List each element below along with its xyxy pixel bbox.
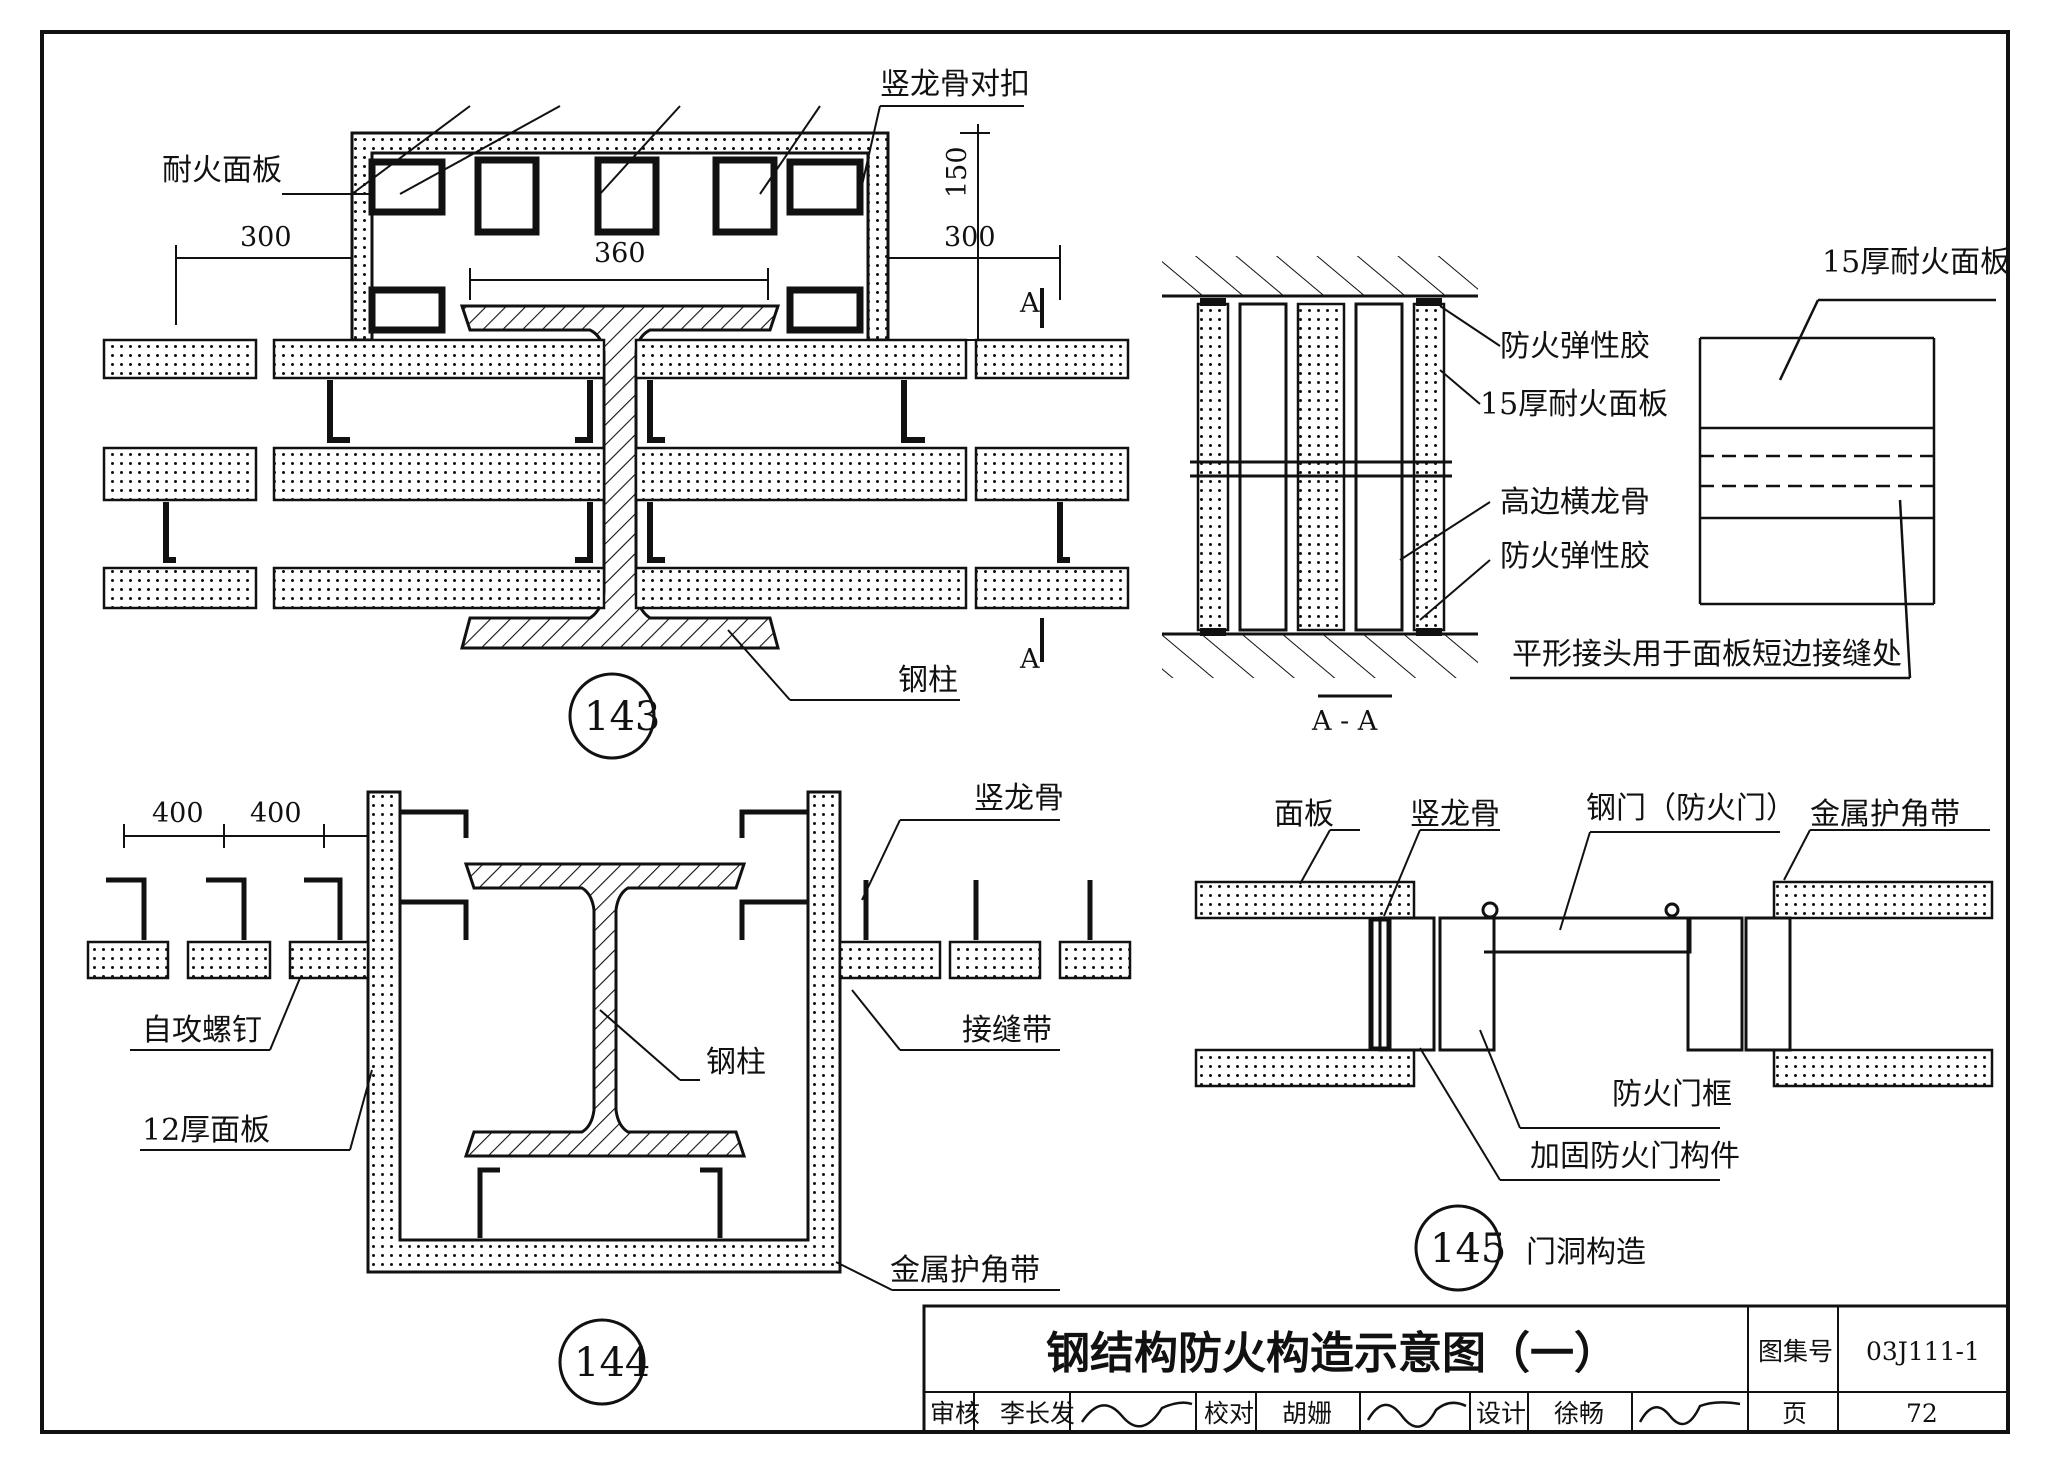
dim-400-a: 400 <box>152 798 204 829</box>
review-label: 审核 <box>930 1399 980 1428</box>
detail-145: 面板 竖龙骨 钢门（防火门） 金属护角带 防火门框 加固防火门构件 145 门洞… <box>1194 791 1994 1292</box>
label-board12: 12厚面板 <box>142 1113 270 1148</box>
aa-label-board15-right: 15厚耐火面板 <box>1822 245 2010 280</box>
designer-name: 徐畅 <box>1554 1399 1604 1428</box>
label-stud-pair: 竖龙骨对扣 <box>880 67 1030 102</box>
label-stud-145: 竖龙骨 <box>1410 797 1500 832</box>
label-stud-144: 竖龙骨 <box>974 781 1064 816</box>
label-reinforce: 加固防火门构件 <box>1530 1139 1740 1174</box>
dim-300-left: 300 <box>240 222 292 253</box>
aa-label-sealant-top: 防火弹性胶 <box>1500 329 1650 364</box>
label-corner-tape-144: 金属护角带 <box>890 1253 1040 1288</box>
checker-name: 胡姗 <box>1282 1399 1332 1428</box>
detail-144: 400 400 竖龙骨 自攻螺钉 接缝带 钢柱 12厚面板 金属护角带 144 <box>86 781 1132 1406</box>
detail-143-number: 143 <box>584 694 660 740</box>
page-label: 页 <box>1782 1399 1807 1428</box>
aa-label-board15: 15厚耐火面板 <box>1480 387 1668 422</box>
label-steel-door: 钢门（防火门） <box>1586 791 1796 826</box>
signature-reviewer <box>1080 1401 1193 1428</box>
label-door-frame: 防火门框 <box>1612 1077 1732 1112</box>
detail-145-number: 145 <box>1430 1226 1506 1272</box>
aa-label-sealant-bottom: 防火弹性胶 <box>1500 539 1650 574</box>
reviewer-name: 李长发 <box>1000 1399 1075 1428</box>
sheet-title: 钢结构防火构造示意图（一） <box>1046 1328 1618 1379</box>
atlas-label: 图集号 <box>1758 1337 1833 1366</box>
dim-150: 150 <box>942 146 973 198</box>
check-label: 校对 <box>1204 1399 1254 1428</box>
section-mark-a-top: A <box>1019 288 1040 319</box>
section-mark-a-bottom: A <box>1019 644 1040 675</box>
detail-145-bubble <box>1414 1204 1502 1292</box>
dim-360: 360 <box>594 238 646 269</box>
aa-title: A - A <box>1311 706 1378 737</box>
dim-400-b: 400 <box>250 798 302 829</box>
label-steel-column-144: 钢柱 <box>706 1045 766 1080</box>
dim-300-right: 300 <box>944 222 996 253</box>
label-fire-board: 耐火面板 <box>162 153 282 188</box>
sheet-border <box>40 30 2010 1434</box>
detail-143-bubble <box>568 672 656 760</box>
detail-145-caption: 门洞构造 <box>1526 1235 1646 1270</box>
label-steel-column: 钢柱 <box>898 663 958 698</box>
design-label: 设计 <box>1476 1399 1526 1428</box>
label-joint-tape: 接缝带 <box>962 1013 1052 1048</box>
aa-label-flat-joint: 平形接头用于面板短边接缝处 <box>1512 637 1902 672</box>
label-screw: 自攻螺钉 <box>142 1013 262 1048</box>
detail-143: 300 360 300 150 竖龙骨对扣 耐火面板 钢柱 A A 143 <box>102 67 1130 760</box>
label-panel: 面板 <box>1274 797 1334 832</box>
atlas-number: 03J111-1 <box>1866 1337 1980 1366</box>
label-corner-tape-145: 金属护角带 <box>1810 797 1960 832</box>
aa-label-high-track: 高边横龙骨 <box>1500 485 1650 520</box>
detail-144-number: 144 <box>574 1340 650 1386</box>
detail-144-bubble <box>558 1318 646 1406</box>
section-aa: 防火弹性胶 15厚耐火面板 高边横龙骨 防火弹性胶 A - A 15厚耐火面板 … <box>1162 245 2010 737</box>
title-block <box>922 1304 2010 1434</box>
signature-designer <box>1638 1401 1741 1426</box>
page-number: 72 <box>1906 1399 1938 1428</box>
signature-checker <box>1366 1401 1467 1428</box>
